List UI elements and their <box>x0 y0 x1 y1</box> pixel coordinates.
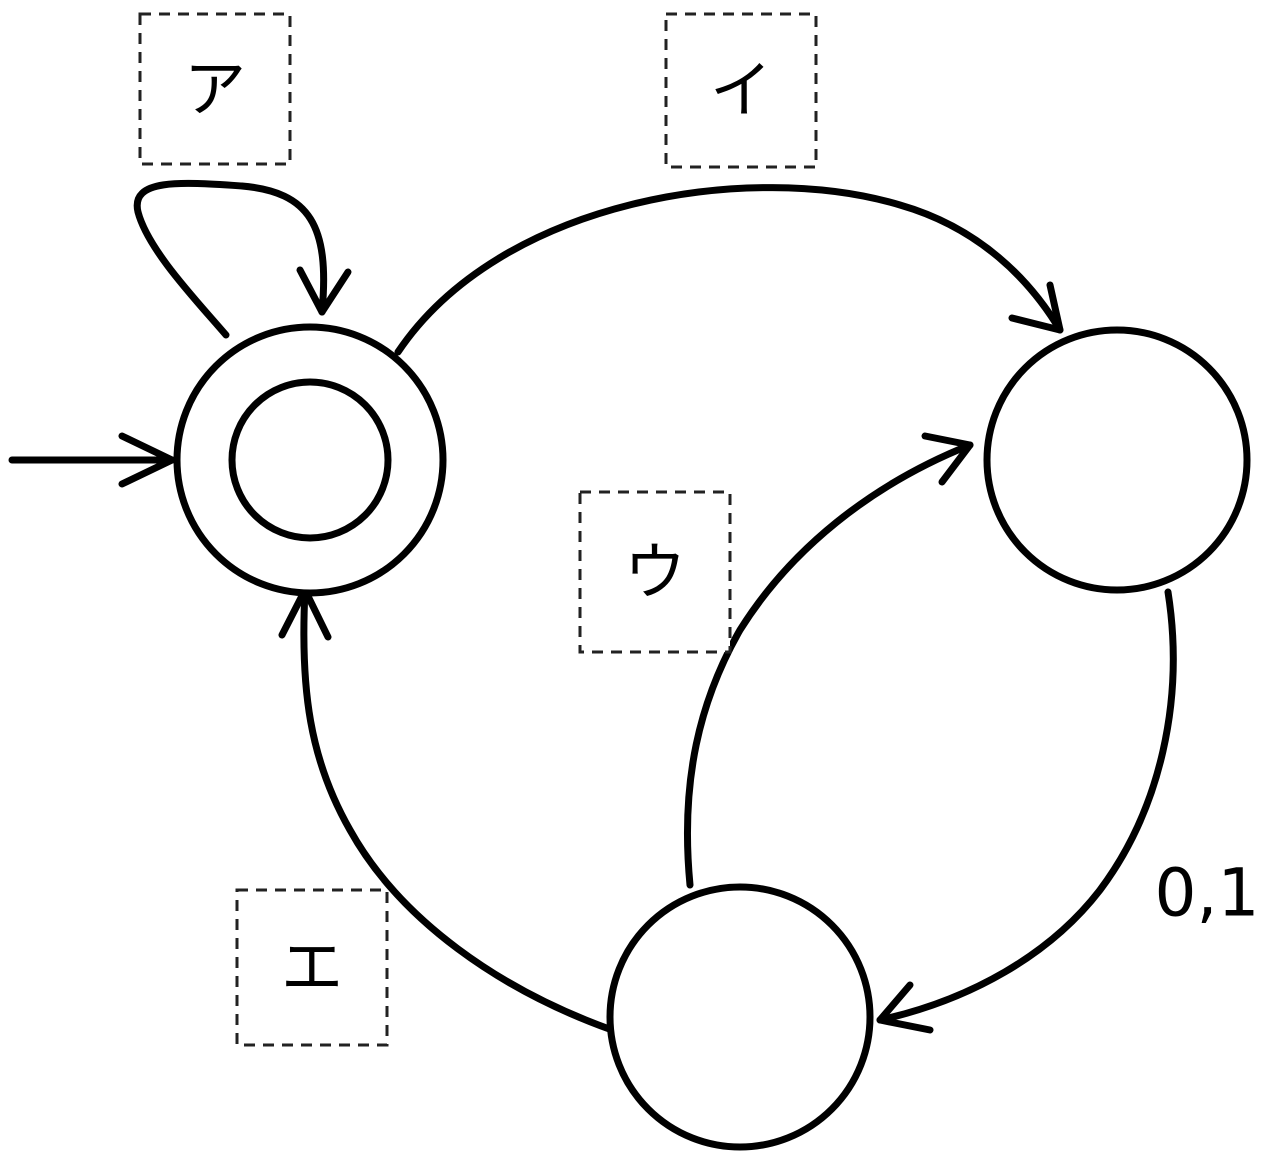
edge-s0-to-s1 <box>394 184 1064 356</box>
blank-box-e: エ <box>235 888 389 1047</box>
blank-label-i: イ <box>710 54 772 127</box>
state-s1 <box>983 326 1251 594</box>
blank-box-i: イ <box>664 12 818 169</box>
blank-label-e: エ <box>281 931 343 1004</box>
initial-arrow <box>8 432 176 488</box>
state-s2 <box>606 883 874 1151</box>
blank-label-a: ア <box>184 53 246 126</box>
edge-label-s1-s2: 0,1 <box>1155 855 1260 932</box>
blank-label-u: ウ <box>624 536 686 609</box>
blank-box-u: ウ <box>578 490 732 654</box>
edge-s2-to-s1 <box>683 432 974 889</box>
blank-box-a: ア <box>138 12 292 166</box>
edge-s1-to-s2 <box>876 588 1177 1034</box>
edge-s0-self-loop <box>133 179 352 339</box>
state-s0 <box>173 323 447 597</box>
